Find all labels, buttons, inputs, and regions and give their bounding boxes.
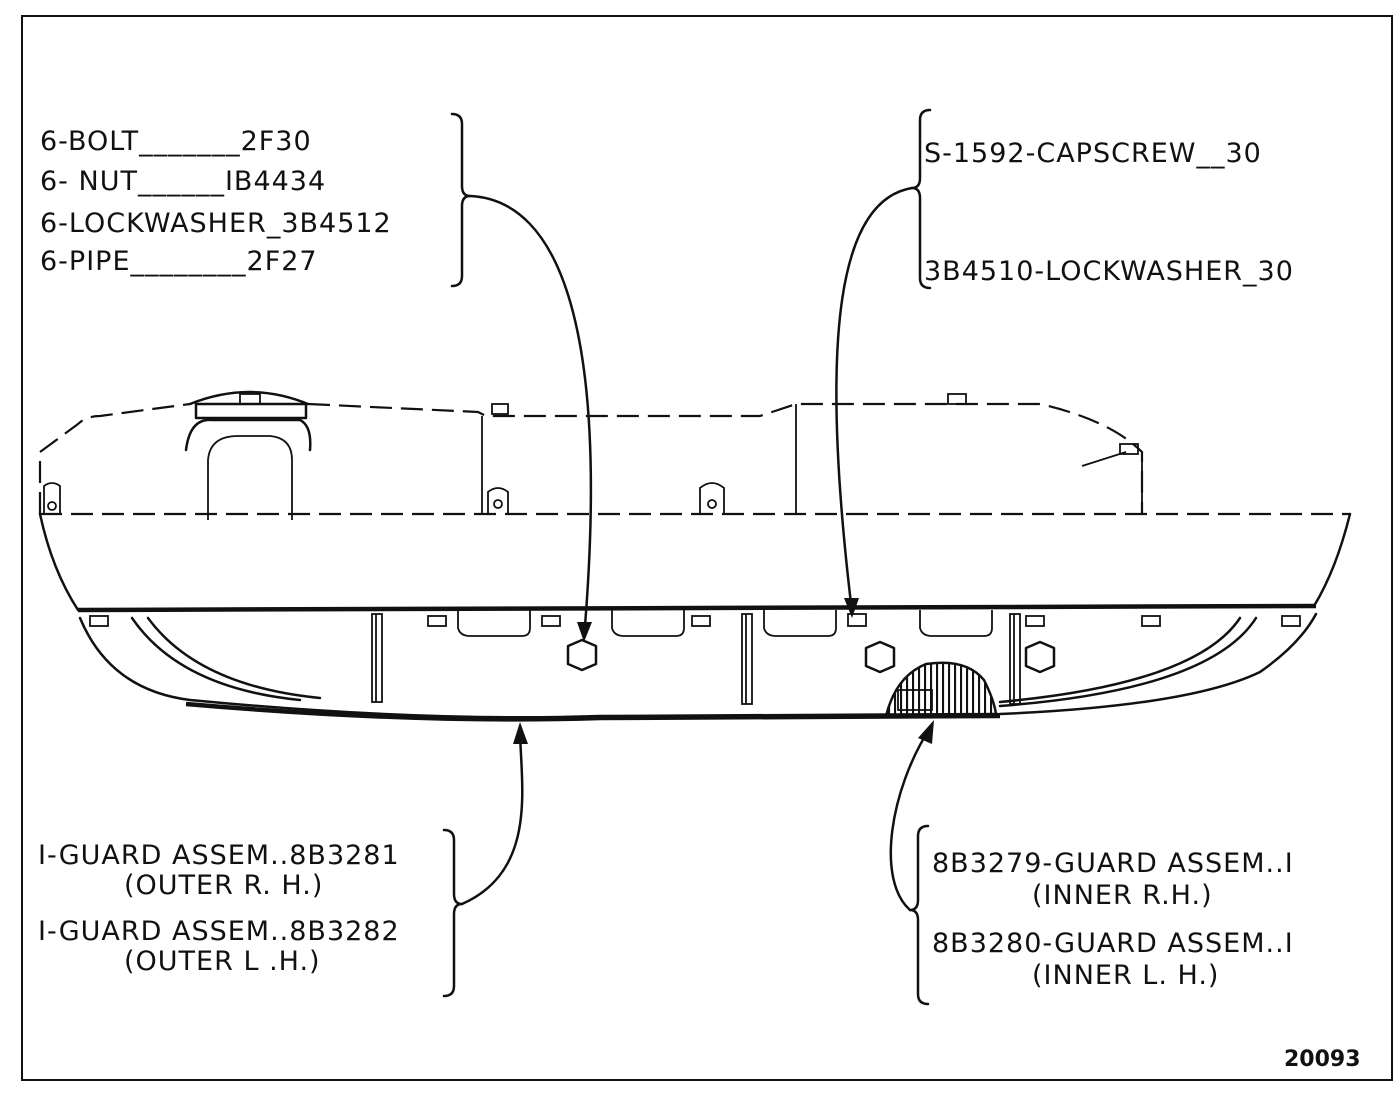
figure-border (21, 15, 1393, 1081)
figure-number: 20093 (1284, 1047, 1361, 1072)
leader-arrow-lower-right (889, 726, 932, 912)
callout-upper-left: 6-BOLT_______2F30 6- NUT______IB4434 6-L… (40, 112, 593, 642)
hatched-cutaway (884, 661, 998, 718)
callout-capscrew: S-1592-CAPSCREW__30 (924, 138, 1262, 169)
leader-arrow-upper-right (835, 186, 914, 614)
callout-lockwasher-30: 3B4510-LOCKWASHER_30 (924, 256, 1294, 287)
callout-guard-8b3282-side: (OUTER L .H.) (124, 946, 321, 977)
leader-arrow-upper-left (468, 194, 593, 640)
callout-guard-8b3282: I-GUARD ASSEM..8B3282 (38, 916, 400, 947)
callout-lower-right: 8B3279-GUARD ASSEM..I (INNER R.H.) 8B328… (889, 720, 1294, 1006)
callout-guard-8b3281: I-GUARD ASSEM..8B3281 (38, 840, 400, 871)
callout-guard-8b3280-side: (INNER L. H.) (1032, 960, 1219, 991)
arrowhead-lower-left (513, 722, 528, 744)
leader-arrow-lower-left (460, 726, 524, 906)
arrowhead-lower-right (918, 720, 934, 744)
callout-pipe: 6-PIPE________2F27 (40, 246, 318, 277)
callout-guard-8b3279: 8B3279-GUARD ASSEM..I (932, 848, 1294, 879)
vehicle-body-drawing (38, 390, 1352, 722)
callout-guard-8b3280: 8B3280-GUARD ASSEM..I (932, 928, 1294, 959)
brace-lower-right (908, 824, 930, 1006)
callout-lockwasher: 6-LOCKWASHER_3B4512 (40, 208, 392, 239)
callout-nut: 6- NUT______IB4434 (40, 166, 326, 197)
callout-lower-left: I-GUARD ASSEM..8B3281 (OUTER R. H.) I-GU… (38, 722, 528, 998)
callout-bolt: 6-BOLT_______2F30 (40, 126, 312, 157)
callout-guard-8b3279-side: (INNER R.H.) (1032, 880, 1213, 911)
brace-upper-left (450, 112, 472, 288)
brace-lower-left (442, 828, 464, 998)
callout-upper-right: S-1592-CAPSCREW__30 3B4510-LOCKWASHER_30 (835, 108, 1294, 618)
arrowhead-upper-left (577, 622, 592, 642)
callout-guard-8b3281-side: (OUTER R. H.) (124, 870, 323, 901)
